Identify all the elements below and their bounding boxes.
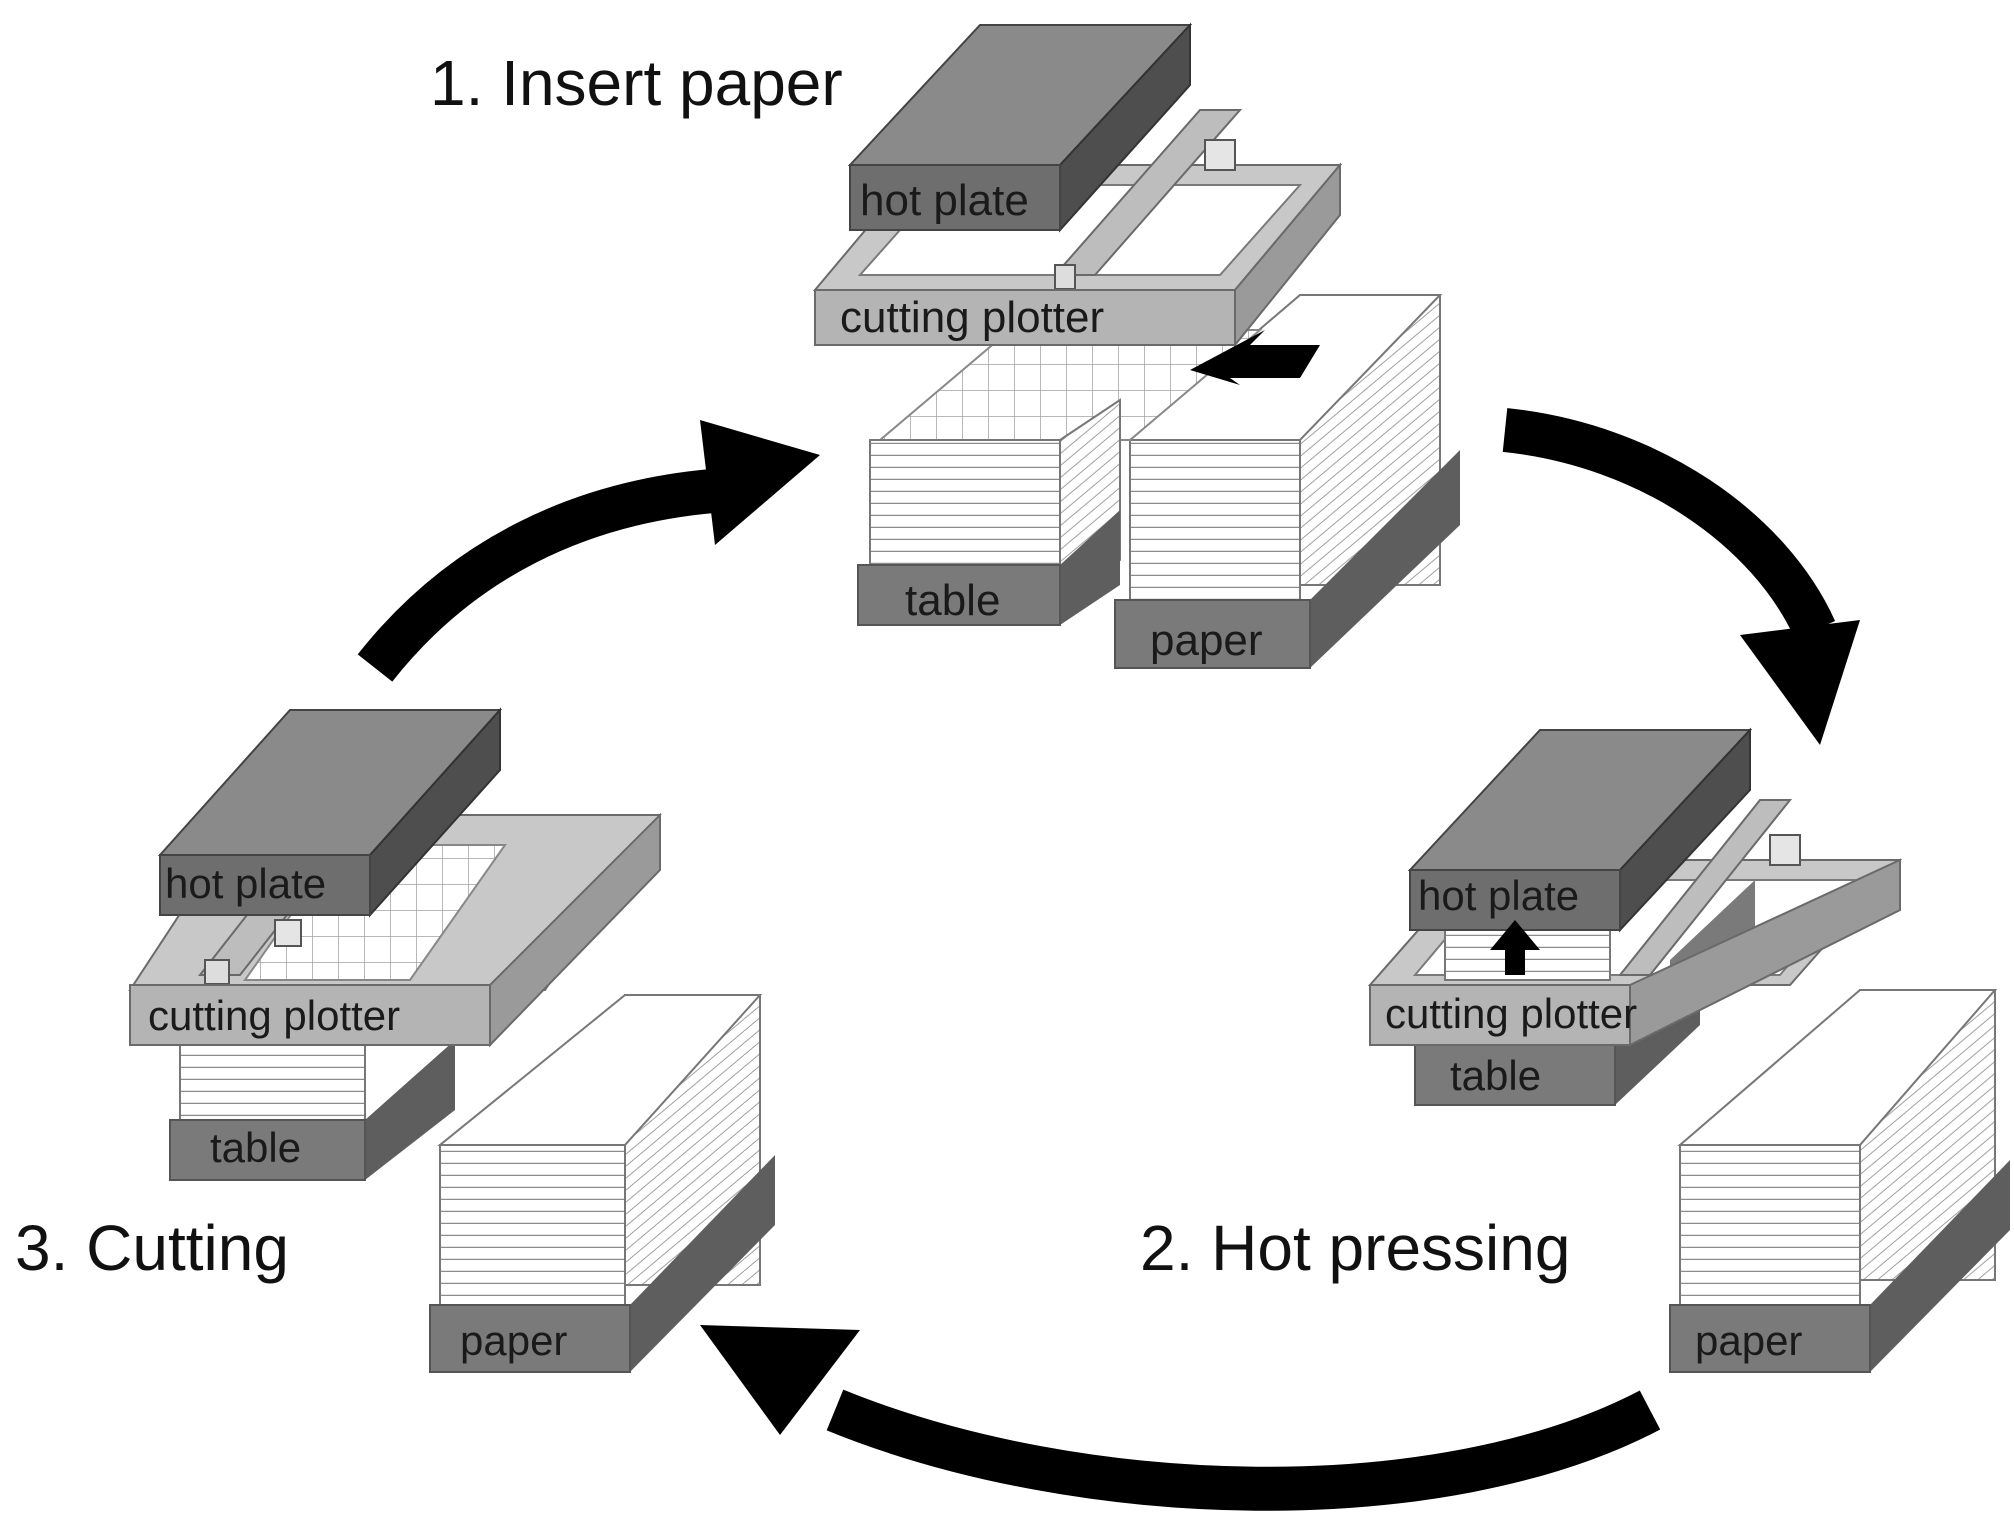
paper-stack	[429, 994, 775, 1373]
step-insert-paper: 1. Insert paper hot plate cutting plotte…	[430, 22, 1460, 669]
paper-stack	[1114, 294, 1460, 669]
step-title: 2. Hot pressing	[1140, 1212, 1570, 1284]
hot-plate-label: hot plate	[165, 860, 326, 907]
table-label: table	[210, 1124, 301, 1171]
paper-stack	[1669, 989, 2010, 1373]
insert-arrow-icon	[1190, 330, 1320, 385]
paper-label: paper	[1150, 616, 1263, 665]
step-title: 1. Insert paper	[430, 47, 843, 119]
paper-label: paper	[1695, 1317, 1802, 1364]
hot-plate-label: hot plate	[860, 176, 1029, 225]
table-stack	[1414, 970, 1700, 1106]
table-label: table	[905, 576, 1000, 625]
cutting-plotter-label: cutting plotter	[1385, 990, 1637, 1037]
step-cutting: 3. Cutting hot plate cutting plotter tab…	[15, 707, 775, 1373]
table-label: table	[1450, 1052, 1541, 1099]
hot-plate	[847, 22, 1193, 233]
step-hot-pressing: 2. Hot pressing hot plate cutting plotte…	[1140, 727, 2010, 1373]
lift-arrow-icon	[1490, 920, 1540, 975]
hot-plate-label: hot plate	[1418, 872, 1579, 919]
cycle-arrow-icon	[357, 420, 820, 682]
table-stack	[169, 1039, 455, 1181]
cutting-plotter-label: cutting plotter	[840, 293, 1104, 342]
cycle-arrow-icon	[700, 1325, 1661, 1511]
paper-label: paper	[460, 1317, 567, 1364]
cycle-arrow-icon	[1502, 408, 1860, 745]
hot-plate	[157, 707, 503, 918]
cutting-plotter-label: cutting plotter	[148, 992, 400, 1039]
step-title: 3. Cutting	[15, 1212, 289, 1284]
table-stack	[857, 398, 1121, 626]
